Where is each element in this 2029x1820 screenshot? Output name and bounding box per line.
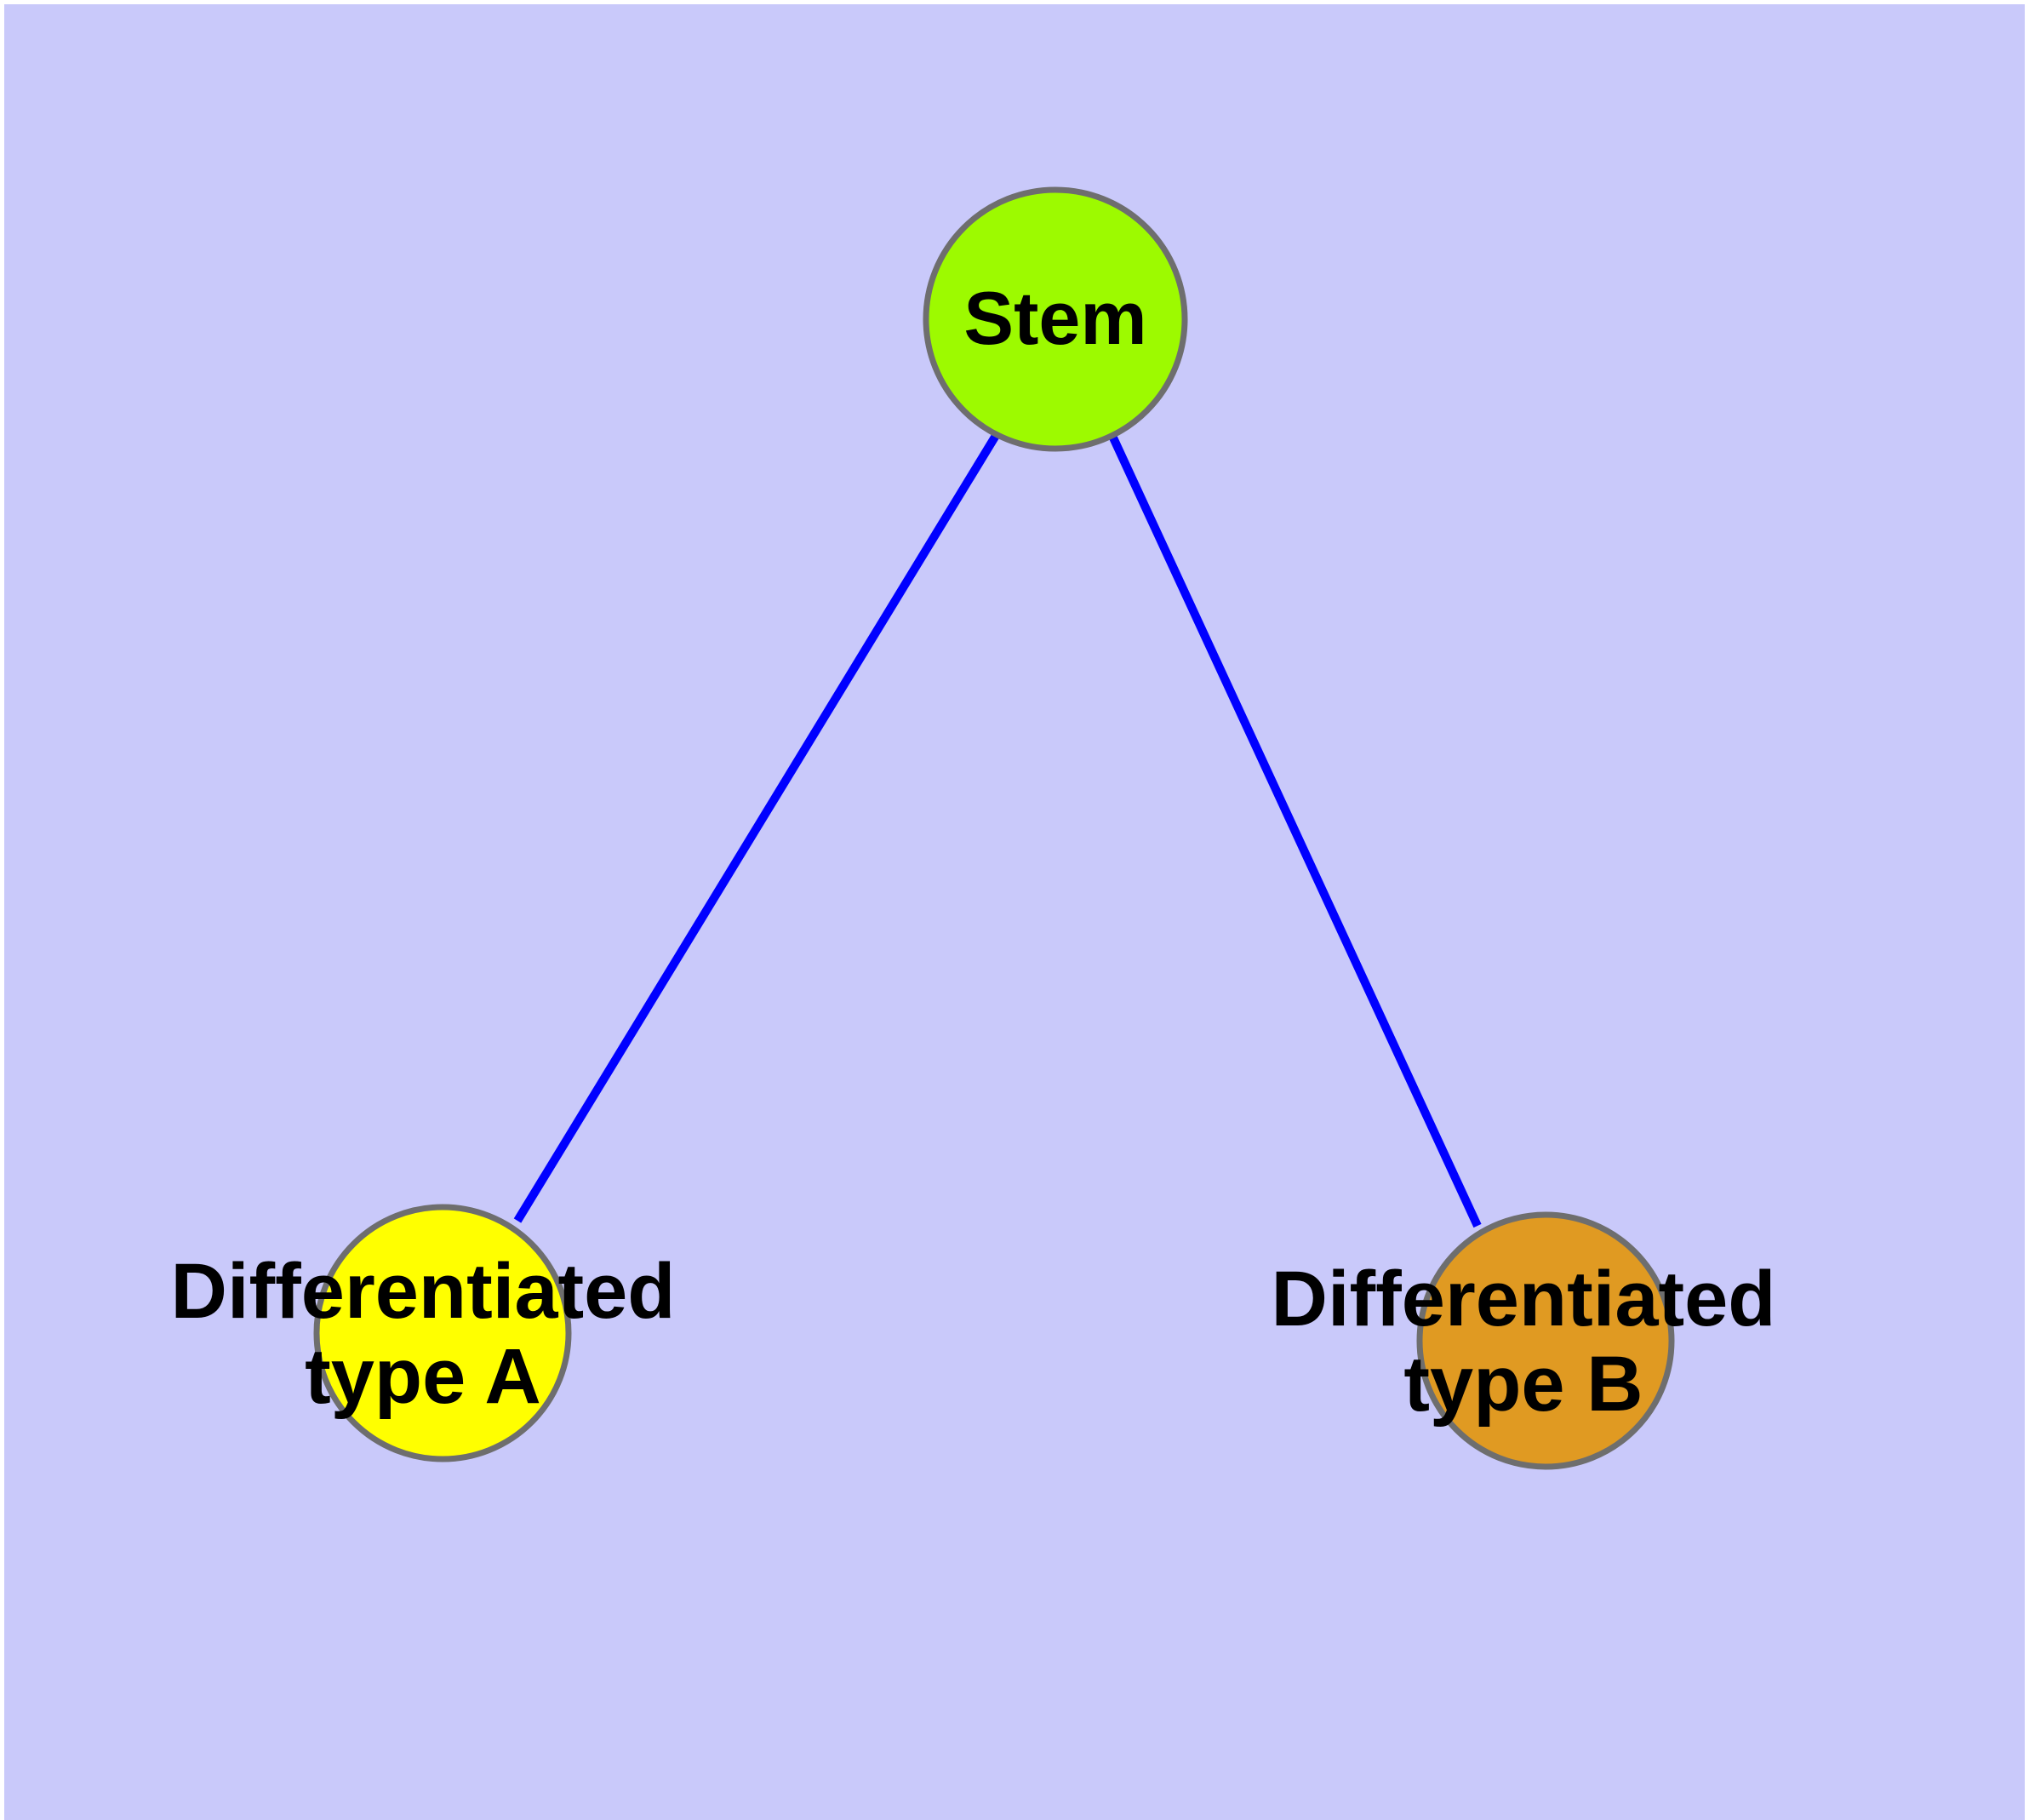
node-stem-label-line-1: Stem [963, 276, 1146, 360]
edge-layer [513, 432, 1482, 1228]
node-differentiated-type-b-circle[interactable] [1416, 1211, 1675, 1470]
node-stem[interactable]: Stem [923, 186, 1188, 452]
node-layer: Stem Differentiated type A Differentiate… [171, 186, 1776, 1470]
node-differentiated-type-a-label-line-1: Differentiated [171, 1248, 676, 1335]
node-differentiated-type-a-circle[interactable] [313, 1204, 572, 1462]
edge-stem-to-diff-a[interactable] [513, 432, 1001, 1223]
node-stem-circle[interactable] [923, 186, 1188, 452]
edge-stem-to-diff-b[interactable] [1108, 433, 1482, 1228]
node-differentiated-type-a-label-line-2: type A [305, 1333, 541, 1420]
node-differentiated-type-b-label-line-1: Differentiated [1272, 1256, 1776, 1342]
node-differentiated-type-b[interactable]: Differentiated type B [1272, 1211, 1776, 1470]
node-differentiated-type-a[interactable]: Differentiated type A [171, 1204, 676, 1462]
node-differentiated-type-b-label-line-2: type B [1403, 1341, 1643, 1428]
